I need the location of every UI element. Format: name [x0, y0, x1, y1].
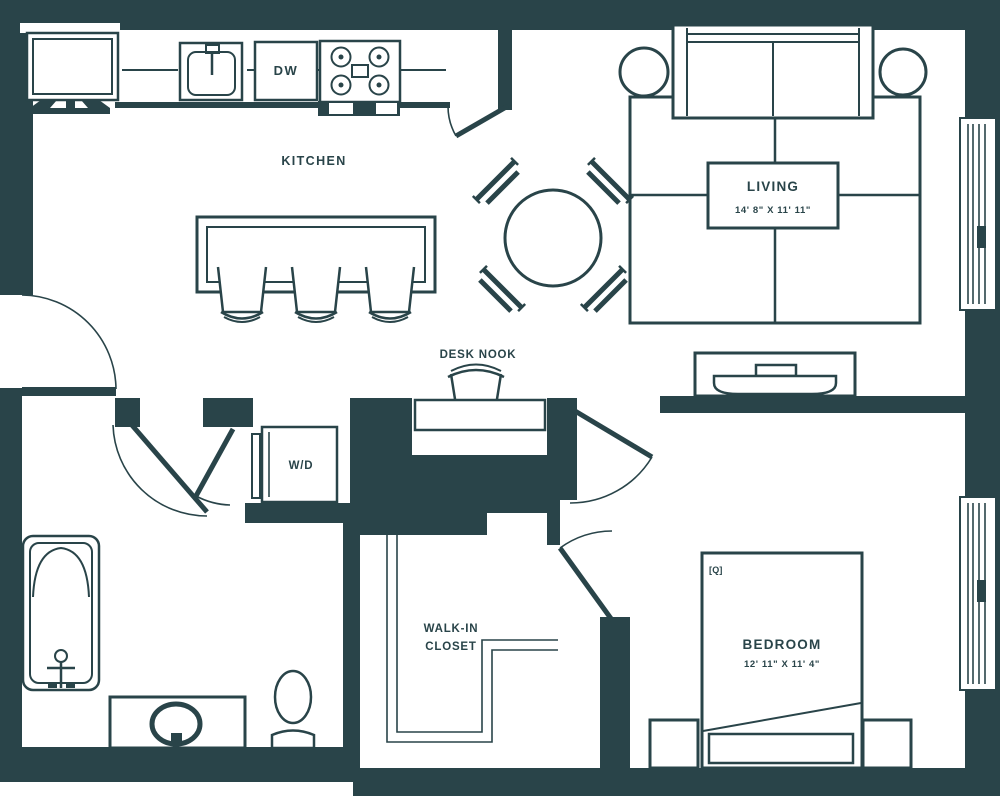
bar-stool	[290, 266, 342, 323]
wall-wd-top-stub	[203, 398, 253, 427]
laundry-door-panel	[251, 433, 261, 499]
nightstand	[648, 718, 700, 770]
living-label: LIVING	[747, 179, 799, 194]
pillow	[707, 732, 855, 765]
wall-wd-bottom	[245, 503, 360, 523]
wall-bath-closet-divider	[343, 503, 360, 770]
wall-alcove-bottom	[412, 455, 547, 513]
desk-nook: DESK NOOK	[413, 349, 547, 432]
media-console	[693, 351, 857, 398]
desk	[413, 398, 547, 432]
dining-chair	[586, 156, 635, 205]
dishwasher: DW	[253, 40, 319, 102]
wall-hall-stub	[115, 398, 140, 427]
bed-size-tag: [Q]	[709, 565, 723, 575]
bar-stool	[364, 266, 416, 323]
dining-table	[503, 188, 603, 288]
dishwasher-label: DW	[274, 63, 299, 78]
bathtub	[21, 534, 101, 692]
tv	[754, 363, 798, 378]
closet-label-1: WALK-IN	[424, 623, 479, 635]
living-label-box: LIVING 14' 8" X 11' 11"	[706, 161, 840, 230]
bedroom-dimensions: 12' 11" X 11' 4"	[744, 659, 820, 670]
pantry-door	[447, 103, 510, 139]
wall-kitchen-stub	[498, 28, 512, 110]
wall-bathroom-bottom	[0, 747, 353, 782]
bathroom-door	[112, 422, 209, 517]
dining-chair	[579, 264, 628, 313]
kitchen-label: KITCHEN	[281, 154, 346, 168]
bedroom-door	[568, 405, 654, 504]
kitchen: DW KITCHEN	[25, 31, 510, 323]
wall-left-pillar	[350, 398, 412, 532]
toilet	[270, 669, 316, 750]
wall-bottom-main	[353, 768, 1000, 796]
sofa	[671, 23, 875, 120]
tv	[712, 374, 838, 396]
closet-shelving	[396, 535, 558, 733]
washer-dryer: W/D	[251, 425, 339, 504]
window-bedroom	[959, 496, 997, 691]
living-room: LIVING 14' 8" X 11' 11"	[618, 23, 928, 398]
sink-tap-icon	[171, 733, 182, 744]
kitchen-sink	[178, 41, 244, 102]
counter-strip	[20, 23, 120, 33]
closet-door	[557, 530, 615, 622]
desk-nook-label: DESK NOOK	[440, 349, 517, 361]
fridge	[25, 31, 120, 114]
dining-set	[471, 156, 635, 313]
laundry-door	[193, 427, 236, 506]
wall-closet-top	[360, 510, 487, 535]
living-dimensions: 14' 8" X 11' 11"	[735, 205, 811, 216]
bed: [Q]	[700, 551, 864, 770]
wall-pillar-stub	[547, 500, 560, 545]
window-latch	[977, 580, 986, 602]
dining-chair	[471, 156, 520, 205]
nightstand	[861, 718, 913, 770]
closet-label-2: CLOSET	[425, 641, 476, 653]
blanket-fold	[702, 702, 862, 732]
walk-in-closet: WALK-IN CLOSET	[386, 530, 615, 743]
bathroom	[21, 534, 316, 750]
bedroom-label: BEDROOM	[743, 637, 822, 652]
entry-door	[21, 294, 117, 396]
closet-shelving	[386, 535, 558, 743]
bedroom: [Q] BEDROOM 12' 11" X 11' 4"	[648, 551, 913, 770]
wall-closet-right-column	[600, 617, 630, 796]
window-latch	[977, 226, 986, 248]
bar-stool	[216, 266, 268, 323]
wall-left-lower	[0, 388, 22, 782]
dining-chair	[478, 264, 527, 313]
tub-faucet-icon	[47, 649, 75, 688]
wall-right-pillar	[547, 398, 577, 500]
wall-bedroom-top	[660, 396, 965, 413]
counter-edge	[115, 102, 450, 108]
side-table	[878, 47, 928, 97]
vanity-sink	[108, 695, 247, 750]
side-table	[618, 46, 670, 98]
window-living	[959, 117, 997, 311]
range	[318, 39, 402, 116]
laundry-label: W/D	[289, 460, 314, 472]
